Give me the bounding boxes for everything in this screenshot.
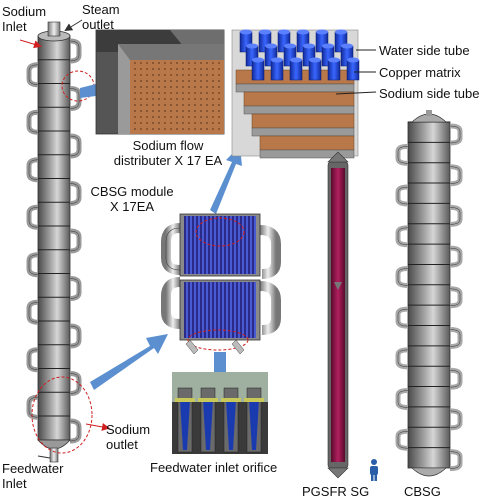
water-side-tube: [251, 59, 265, 81]
right-elbow-pipe: [395, 265, 409, 288]
left-elbow-pipe: [26, 109, 39, 135]
water-side-tube: [270, 59, 284, 81]
pgsfr-sg-label: PGSFR SG: [302, 484, 370, 499]
right-elbow-pipe: [449, 204, 463, 227]
water-side-tube: [289, 59, 303, 81]
left-elbow-pipe: [69, 323, 82, 349]
left-elbow-pipe: [26, 299, 39, 325]
orifice-tube: [249, 400, 259, 450]
orifice-plate: [221, 398, 241, 402]
orifice-tube: [180, 400, 190, 450]
person-scale-icon: [370, 459, 378, 481]
cbsg-label: CBSG: [404, 484, 441, 499]
left-elbow-pipe: [26, 62, 39, 88]
left-elbow-pipe: [69, 133, 82, 159]
sodium-inlet-pointer: [19, 39, 42, 49]
copper-matrix-row: [259, 135, 355, 151]
steam-outlet-pointer: [64, 19, 83, 32]
water-side-tube-label: Water side tube: [379, 43, 470, 58]
left-elbow-pipe: [69, 371, 82, 396]
right-elbow-pipe: [395, 143, 409, 166]
right-elbow-pipe: [449, 449, 463, 472]
right-elbow-pipe: [449, 408, 463, 431]
sodium-side-tube: [251, 127, 355, 137]
right-elbow-pipe: [395, 184, 409, 207]
right-elbow-pipe: [395, 225, 409, 248]
water-side-tube: [346, 59, 360, 81]
left-elbow-pipe: [69, 181, 82, 206]
right-cbsg: [395, 110, 463, 477]
right-elbow-pipe: [395, 388, 409, 411]
orifice-plate: [244, 398, 264, 402]
feedwater-inlet-pointer: [37, 455, 51, 459]
copper-matrix-label: Copper matrix: [379, 65, 461, 80]
right-elbow-pipe: [449, 286, 463, 309]
sodium-tube-leader: [335, 91, 377, 95]
sodium-side-tube: [259, 149, 355, 159]
sodium-side-tube: [243, 105, 355, 115]
right-elbow-pipe: [395, 347, 409, 370]
left-elbow-pipe: [26, 204, 39, 230]
feedwater-inlet-orifice-label: Feedwater inlet orifice: [150, 460, 278, 475]
orifice-plate: [175, 398, 195, 402]
left-cbsg-column: [26, 21, 95, 463]
left-elbow-pipe: [69, 418, 82, 444]
sodium-flow-distributer-inset: [95, 29, 225, 135]
pgsfr-sg: [327, 151, 349, 479]
orifice-tube: [203, 400, 213, 450]
left-elbow-pipe: [26, 157, 39, 183]
orifice-plate: [198, 398, 218, 402]
feedwater-orifice-inset: [172, 372, 268, 454]
left-elbow-pipe: [69, 276, 82, 301]
copper-matrix-row: [251, 113, 355, 129]
right-elbow-pipe: [395, 428, 409, 451]
left-elbow-pipe: [26, 347, 39, 373]
right-elbow-pipe: [449, 327, 463, 349]
orifice-tube: [226, 400, 236, 450]
arrow-to-module: [90, 334, 168, 390]
left-elbow-pipe: [26, 394, 39, 420]
water-side-tube: [327, 59, 341, 81]
right-elbow-pipe: [449, 367, 463, 390]
left-elbow-pipe: [69, 86, 82, 111]
center-module: [161, 213, 281, 355]
right-elbow-pipe: [449, 245, 463, 268]
right-elbow-pipe: [395, 306, 409, 329]
right-elbow-pipe: [449, 123, 463, 146]
copper-matrix-inset: [231, 29, 360, 159]
left-elbow-pipe: [69, 38, 82, 64]
left-elbow-pipe: [26, 252, 39, 278]
sodium-outlet-pointer: [85, 422, 110, 431]
right-elbow-pipe: [449, 164, 463, 187]
sodium-side-tube-label: Sodium side tube: [379, 86, 480, 101]
water-side-tube: [308, 59, 322, 81]
left-elbow-pipe: [69, 228, 82, 254]
left-elbow-pipes: [26, 38, 82, 444]
sodium-side-tube: [235, 83, 355, 93]
arrow-to-copper-matrix: [210, 146, 242, 214]
